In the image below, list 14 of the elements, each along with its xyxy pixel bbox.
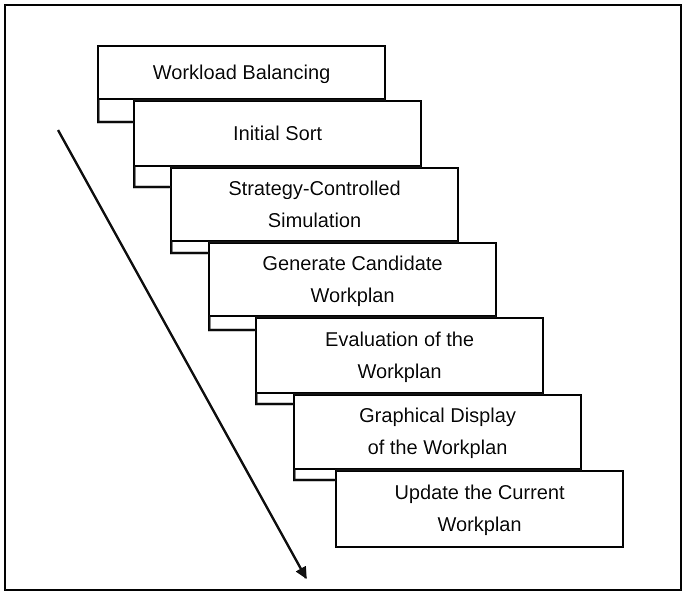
step-label: Strategy-Controlled Simulation (227, 176, 402, 234)
step-box (335, 470, 624, 548)
step-box (293, 394, 582, 470)
step-label: Initial Sort (233, 122, 322, 146)
step-box (208, 242, 497, 317)
step-box (170, 167, 459, 242)
step-label: Generate Candidate Workplan (261, 252, 444, 308)
step-box (255, 317, 544, 394)
step-label: Workload Balancing (152, 60, 330, 86)
step-box (97, 45, 386, 100)
step-box (133, 100, 422, 167)
step-label: Graphical Display of the Workplan (358, 404, 517, 461)
step-label: Evaluation of the Workplan (324, 328, 475, 384)
step-label: Update the Current Workplan (393, 481, 566, 538)
